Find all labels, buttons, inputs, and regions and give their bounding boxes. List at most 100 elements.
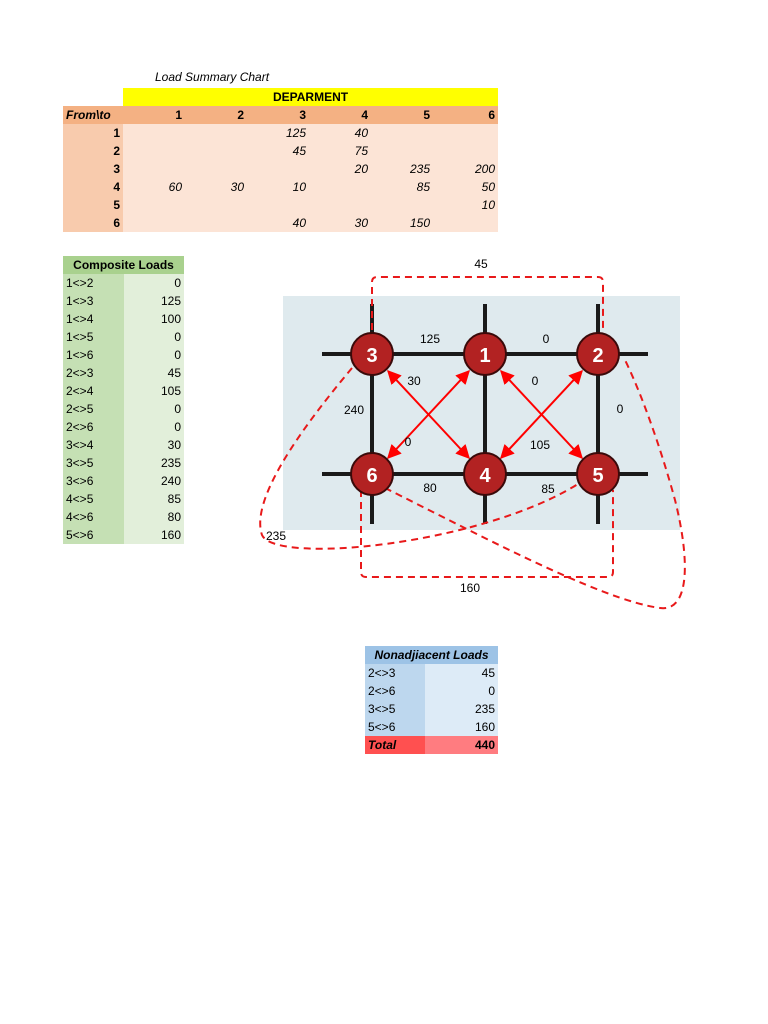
label-edge-3-1: 125 <box>420 332 440 346</box>
pair-label: 1<>3 <box>63 292 124 310</box>
node-2: 2 <box>576 332 620 376</box>
table-row: 4 60 30 10 85 50 <box>63 178 499 196</box>
pair-value: 30 <box>124 436 184 454</box>
table-row: 6 40 30 150 <box>63 214 499 232</box>
pair-label: 2<>4 <box>63 382 124 400</box>
column-header: 2 <box>185 106 247 124</box>
node-5: 5 <box>576 452 620 496</box>
table-row: 2 45 75 <box>63 142 499 160</box>
pair-label: 3<>6 <box>63 472 124 490</box>
dashed-path-6-5 <box>360 490 614 578</box>
column-header: 3 <box>247 106 309 124</box>
pair-value: 125 <box>124 292 184 310</box>
label-curve-3-5: 235 <box>266 529 286 543</box>
pair-label: 3<>5 <box>365 700 425 718</box>
pair-label: 3<>5 <box>63 454 124 472</box>
label-diag-3-4: 30 <box>407 374 421 388</box>
pair-label: 2<>3 <box>365 664 425 682</box>
node-label: 6 <box>366 465 377 487</box>
load-cell <box>185 214 247 232</box>
pair-value: 235 <box>425 700 498 718</box>
arrow-1-6 <box>387 369 470 460</box>
load-cell: 60 <box>123 178 185 196</box>
load-cell <box>309 178 371 196</box>
node-label: 4 <box>479 465 491 487</box>
label-edge-1-2: 0 <box>543 332 550 346</box>
load-cell: 10 <box>247 178 309 196</box>
load-cell: 20 <box>309 160 371 178</box>
label-edge-2-5: 0 <box>617 402 624 416</box>
row-header: 5 <box>63 196 123 214</box>
table-row: 5 10 <box>63 196 499 214</box>
node-label: 3 <box>366 345 377 367</box>
pair-value: 0 <box>124 328 184 346</box>
label-diag-6-1: 0 <box>405 435 412 449</box>
dashed-path-3-2 <box>371 276 604 330</box>
dashed-curve-6-2 <box>384 357 686 610</box>
table-row: 1 125 40 <box>63 124 499 142</box>
pair-value: 80 <box>124 508 184 526</box>
load-cell: 30 <box>309 214 371 232</box>
node-circle <box>350 452 394 496</box>
load-cell <box>371 124 433 142</box>
pair-value: 45 <box>425 664 498 682</box>
load-cell <box>309 196 371 214</box>
node-label: 1 <box>479 345 490 367</box>
pair-value: 160 <box>124 526 184 544</box>
load-cell <box>433 214 499 232</box>
blank-corner <box>63 88 123 106</box>
load-cell: 200 <box>433 160 499 178</box>
load-cell: 45 <box>247 142 309 160</box>
load-cell <box>123 142 185 160</box>
arrow-2-4 <box>500 369 583 460</box>
pair-label: 3<>4 <box>63 436 124 454</box>
node-circle <box>463 332 507 376</box>
load-cell <box>123 160 185 178</box>
node-circle <box>576 452 620 496</box>
row-header: 2 <box>63 142 123 160</box>
row-header: 1 <box>63 124 123 142</box>
load-cell <box>433 142 499 160</box>
load-cell: 10 <box>433 196 499 214</box>
node-label: 5 <box>592 465 603 487</box>
column-header: 5 <box>371 106 433 124</box>
pair-label: 5<>6 <box>365 718 425 736</box>
pair-value: 0 <box>124 400 184 418</box>
column-header: 4 <box>309 106 371 124</box>
row-header: 6 <box>63 214 123 232</box>
department-header: DEPARMENT <box>123 88 499 106</box>
load-cell <box>185 160 247 178</box>
load-cell <box>247 160 309 178</box>
row-header: 3 <box>63 160 123 178</box>
column-header: 6 <box>433 106 499 124</box>
pair-value: 0 <box>425 682 498 700</box>
row-header: 4 <box>63 178 123 196</box>
pair-label: 2<>3 <box>63 364 124 382</box>
pair-value: 45 <box>124 364 184 382</box>
column-header: 1 <box>123 106 185 124</box>
from-to-header: From\to <box>63 106 123 124</box>
load-cell <box>371 142 433 160</box>
pair-label: 2<>5 <box>63 400 124 418</box>
load-cell <box>185 196 247 214</box>
load-cell <box>185 124 247 142</box>
edge-labels: 45 125 0 30 0 240 0 0 105 80 85 235 160 <box>266 257 624 595</box>
pair-value: 85 <box>124 490 184 508</box>
